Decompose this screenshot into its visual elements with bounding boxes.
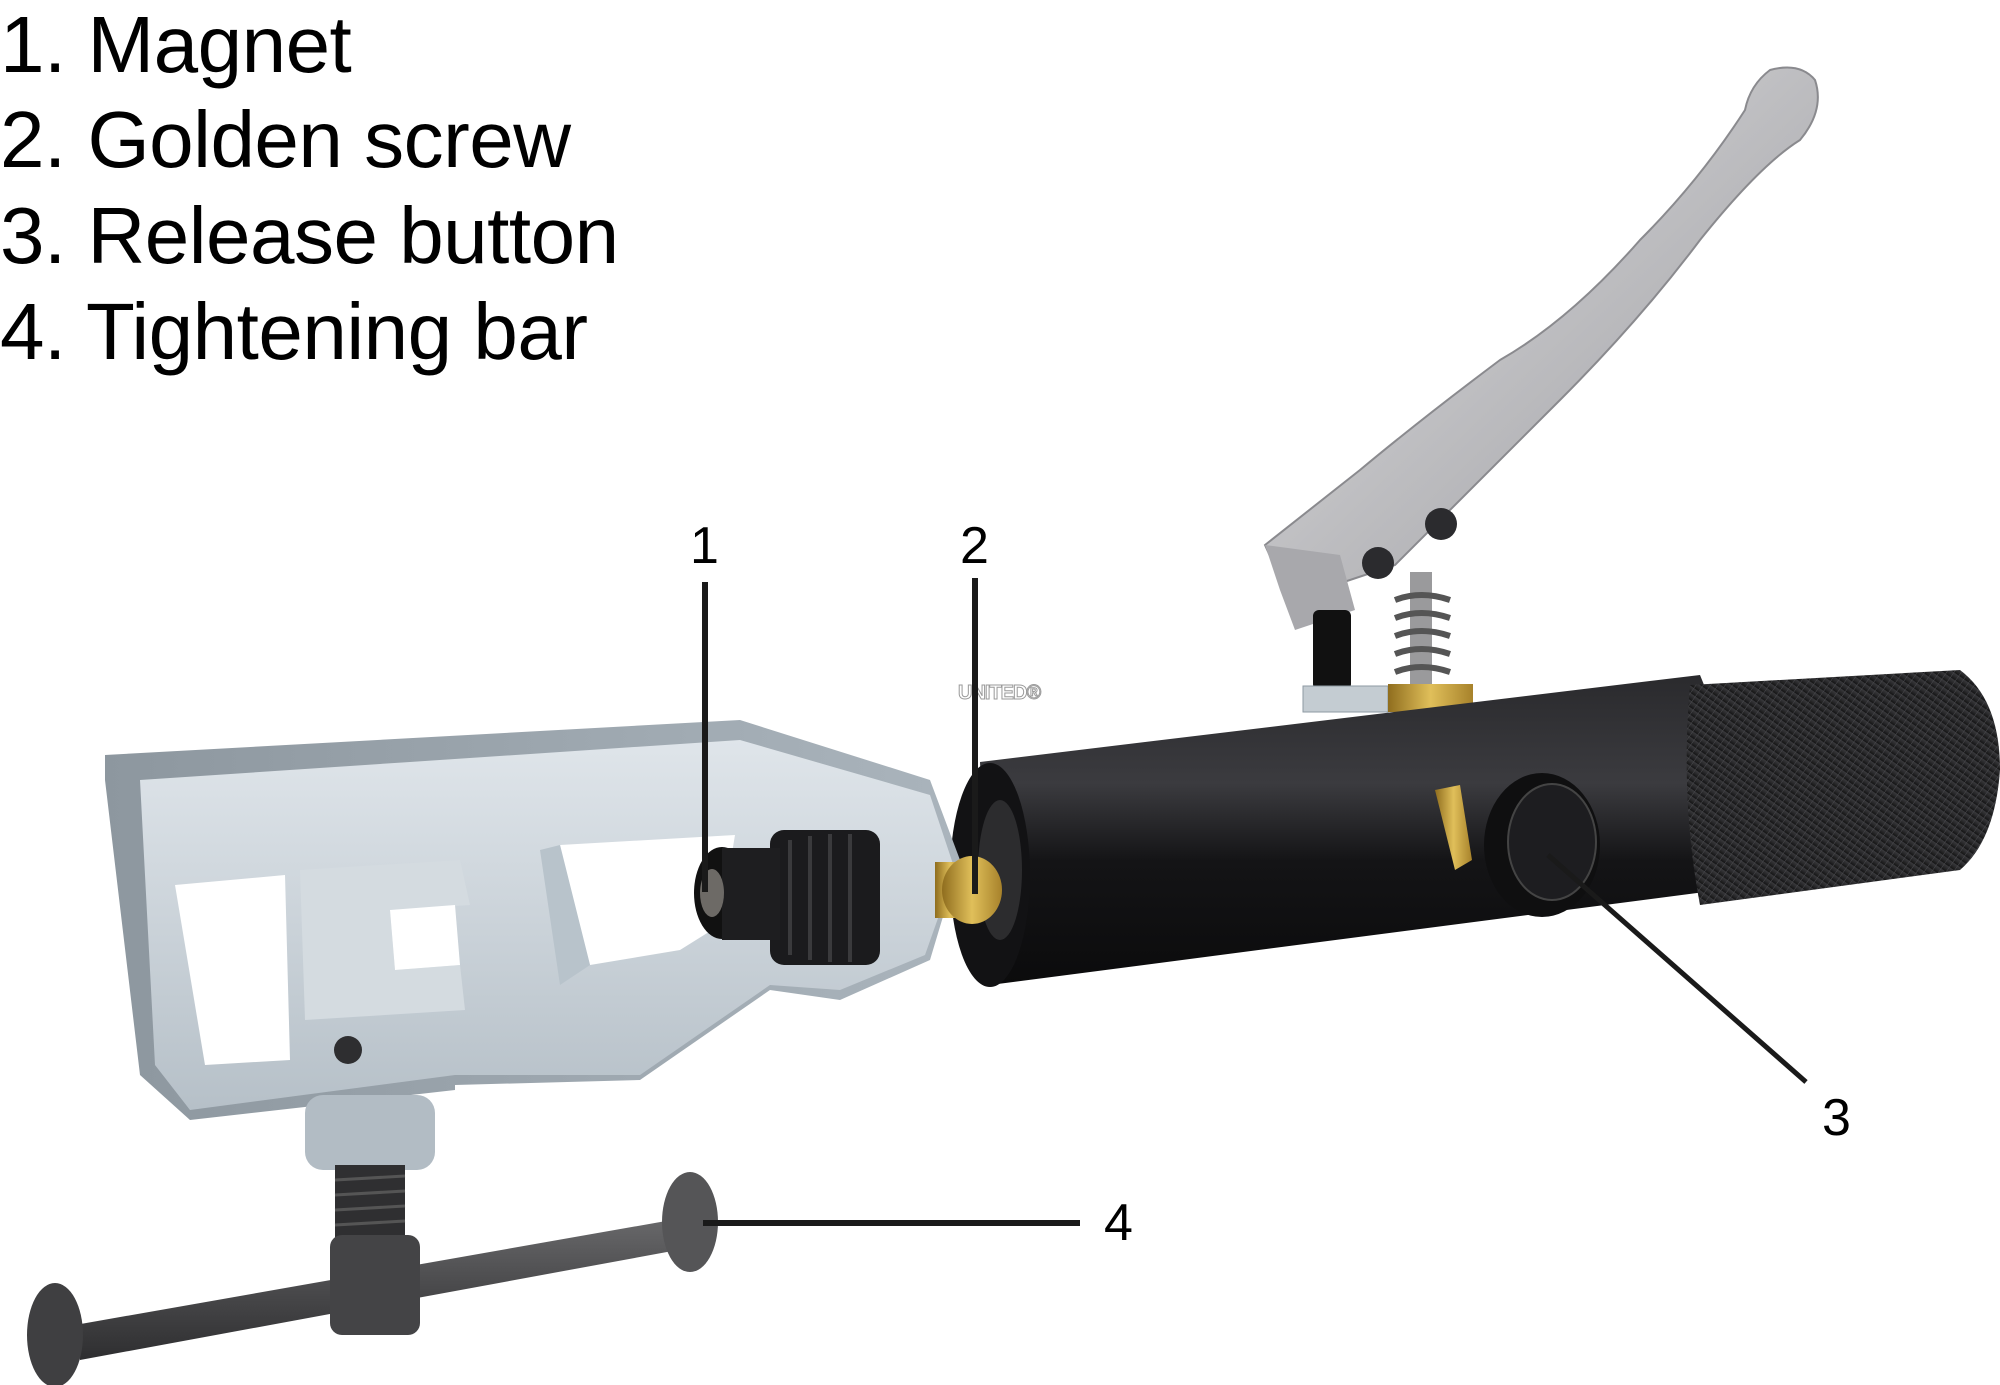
- release-button-knob: [1435, 773, 1600, 917]
- callout-leader-line-4: [703, 1220, 1080, 1226]
- callout-leader-line-2: [972, 578, 978, 894]
- legend-item-tightening-bar: 4. Tightening bar: [0, 287, 588, 376]
- brand-watermark: UNITED®: [957, 682, 1041, 705]
- golden-screw: [935, 856, 1002, 924]
- legend-item-release-button: 3. Release button: [0, 191, 619, 280]
- tightening-bar: [27, 1095, 718, 1385]
- knurled-grip: [1686, 670, 2000, 905]
- callout-label-4: 4: [1104, 1194, 1133, 1252]
- handle-lever: [1263, 66, 1819, 630]
- callout-label-3: 3: [1822, 1089, 1851, 1147]
- pump-spring: [1302, 572, 1473, 713]
- legend-item-magnet: 1. Magnet: [0, 0, 352, 89]
- callout-leader-line-1: [702, 582, 708, 892]
- callout-label-1: 1: [690, 517, 719, 575]
- magnet-die-holder: [694, 830, 880, 965]
- legend-item-golden-screw: 2. Golden screw: [0, 95, 571, 184]
- callout-label-2: 2: [960, 517, 989, 575]
- steel-frame: [105, 720, 960, 1120]
